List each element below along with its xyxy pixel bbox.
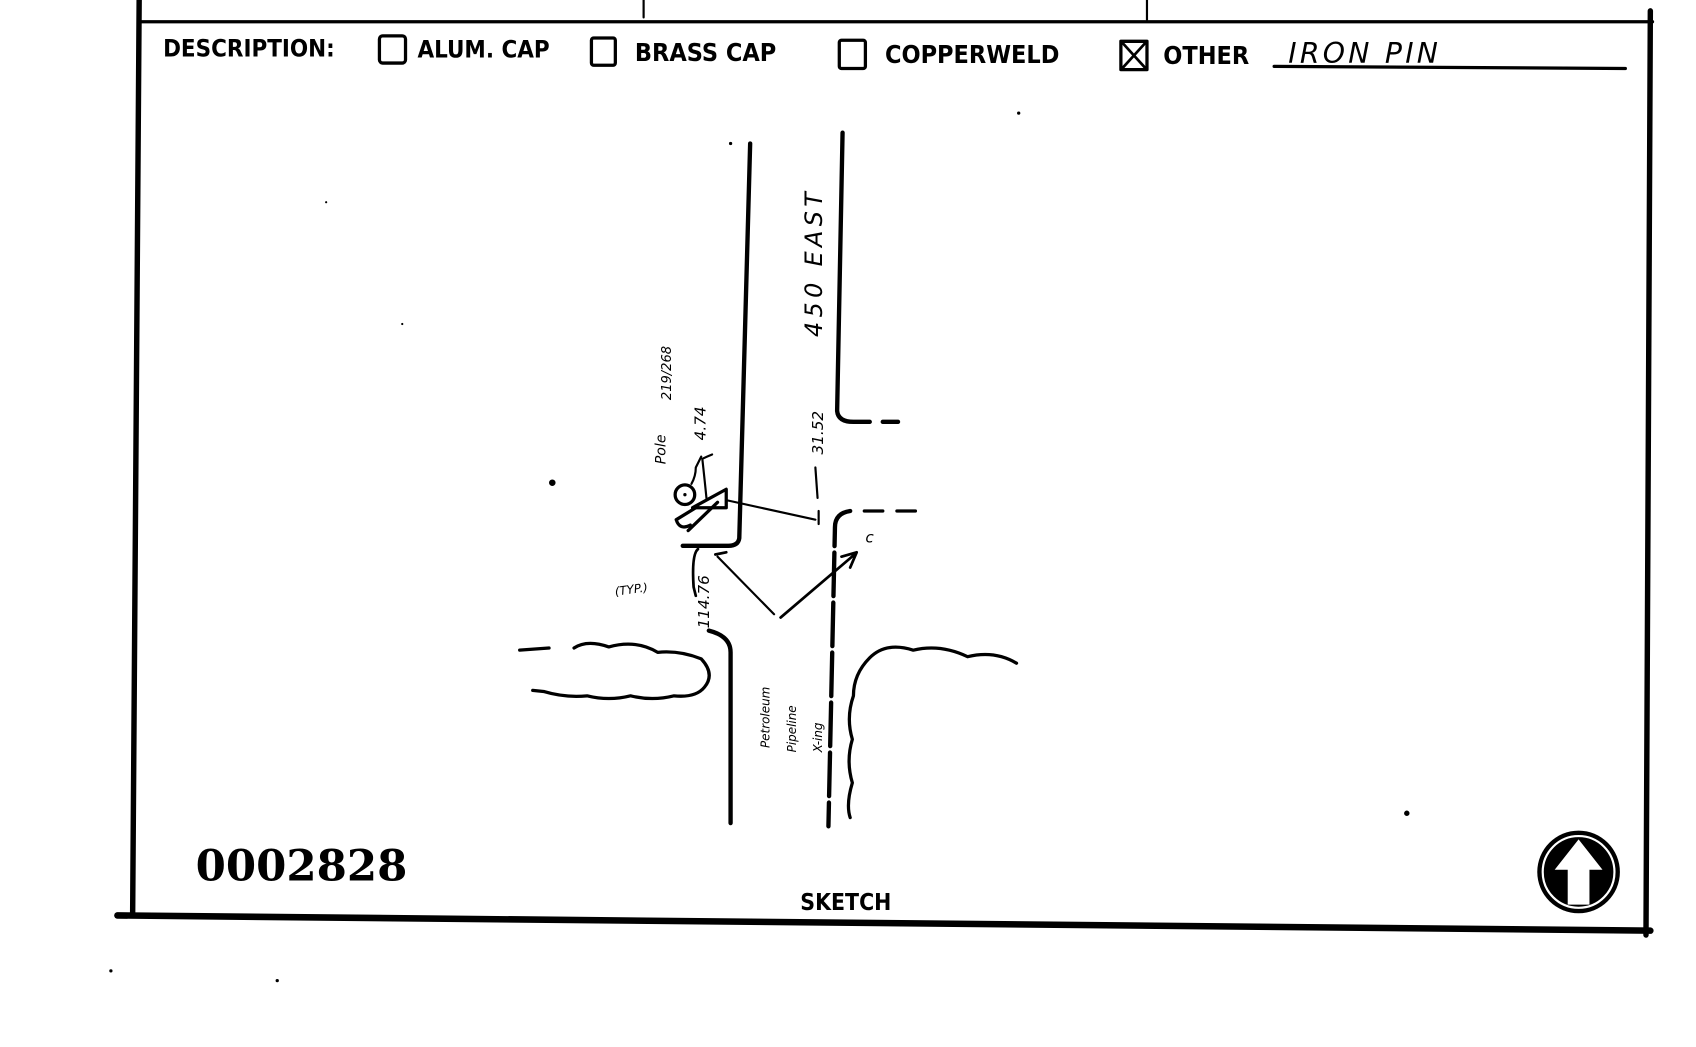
road-edge-right-upper (834, 130, 901, 425)
sketch-label: SKETCH (800, 890, 891, 916)
brass-cap-checkbox[interactable] (589, 36, 617, 67)
dim-bottom: 114.76 (695, 575, 713, 628)
copperweld-label: COPPERWELD (885, 40, 1059, 69)
road-edge-right-lower (826, 508, 853, 829)
other-checkbox[interactable] (1119, 39, 1149, 72)
copperweld-checkbox[interactable] (837, 38, 868, 71)
svg-text:c: c (865, 529, 874, 547)
pipeline-label-2: Pipeline (785, 705, 799, 752)
sketch-drawing: c (518, 130, 1019, 829)
brass-cap-label: BRASS CAP (635, 38, 776, 67)
dim-road: 31.52 (809, 411, 827, 455)
record-number: 0002828 (196, 841, 408, 892)
scan-noise (109, 111, 1410, 983)
north-arrow-icon (1537, 830, 1620, 914)
pipeline-label-3: X-ing (811, 722, 825, 753)
alum-cap-checkbox[interactable] (377, 34, 408, 65)
road-edge-left-upper (680, 141, 753, 548)
pole-number: 219/268 (660, 346, 675, 400)
pipeline-label-1: Petroleum (759, 687, 773, 748)
other-label: OTHER (1163, 41, 1249, 70)
dim-pole: 4.74 (692, 406, 710, 440)
pole-label: Pole (653, 434, 669, 464)
other-value: IRON PIN (1288, 37, 1441, 70)
form-frame (114, 0, 1655, 938)
note-left: (TYP.) (614, 580, 649, 598)
road-label: 450 EAST (800, 188, 828, 337)
other-underline (1272, 64, 1627, 71)
description-label: DESCRIPTION: (163, 35, 335, 63)
road-edge-left-lower (706, 628, 733, 826)
alum-cap-label: ALUM. CAP (417, 36, 549, 64)
